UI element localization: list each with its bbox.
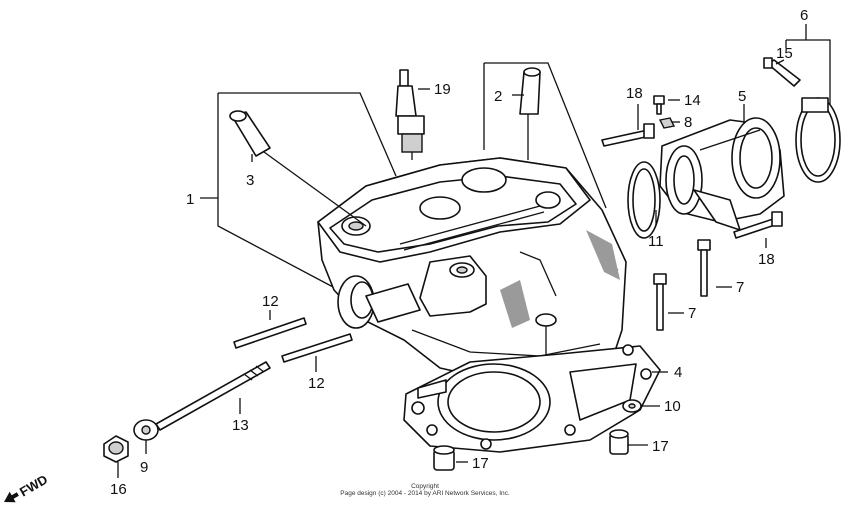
dowel-pin-2 [519,67,541,160]
cylinder-head [317,157,627,381]
callout-7a: 7 [736,279,744,296]
stud-bolt [155,361,271,431]
copyright-line-1: Copyright [411,483,439,490]
dowel-pin-3 [229,110,367,227]
callout-6: 6 [800,7,808,24]
callout-19: 19 [434,81,451,98]
callout-8: 8 [684,114,692,131]
callout-5: 5 [738,88,746,105]
hose-clamp [795,97,841,183]
callout-9: 9 [140,459,148,476]
leader-lines [117,24,831,478]
dowel-pin-12a [233,317,307,349]
bolt-7a [697,239,711,297]
clamp-screw [763,57,801,87]
bracket-part-1 [200,62,607,297]
bolt-18b [733,211,783,239]
washer-10 [622,399,642,413]
intake-insulator [659,117,785,231]
washer [133,419,159,441]
callout-12b: 12 [308,375,325,392]
cap-nut [103,435,129,463]
bolt-7b [653,273,667,331]
bolt-18a [601,123,655,147]
callout-14: 14 [684,92,701,109]
callout-4: 4 [674,364,682,381]
dowel-17b [609,429,629,455]
callout-12a: 12 [262,293,279,310]
dowel-17a [433,445,455,471]
callout-2: 2 [494,88,502,105]
callout-17b: 17 [652,438,669,455]
callout-15: 15 [776,45,793,62]
copyright-line-2: Page design (c) 2004 - 2014 by ARI Netwo… [340,490,510,497]
callout-labels: 1 2 3 4 5 6 7 7 8 9 10 11 12 12 13 14 15… [110,7,808,498]
spark-plug [395,69,425,160]
callout-7b: 7 [688,305,696,322]
nut-8 [658,117,676,129]
callout-1: 1 [186,191,194,208]
o-ring [627,161,661,239]
callout-18b: 18 [758,251,775,268]
fwd-arrow-icon [4,491,19,503]
callout-11: 11 [648,233,664,250]
dowel-pin-12b [281,333,353,363]
callout-16: 16 [110,481,127,498]
callout-13: 13 [232,417,249,434]
callout-17a: 17 [472,455,489,472]
callout-3: 3 [246,172,254,189]
bolt-14 [653,95,665,115]
head-gasket [403,344,661,453]
callout-10: 10 [664,398,681,415]
callout-18a: 18 [626,85,643,102]
